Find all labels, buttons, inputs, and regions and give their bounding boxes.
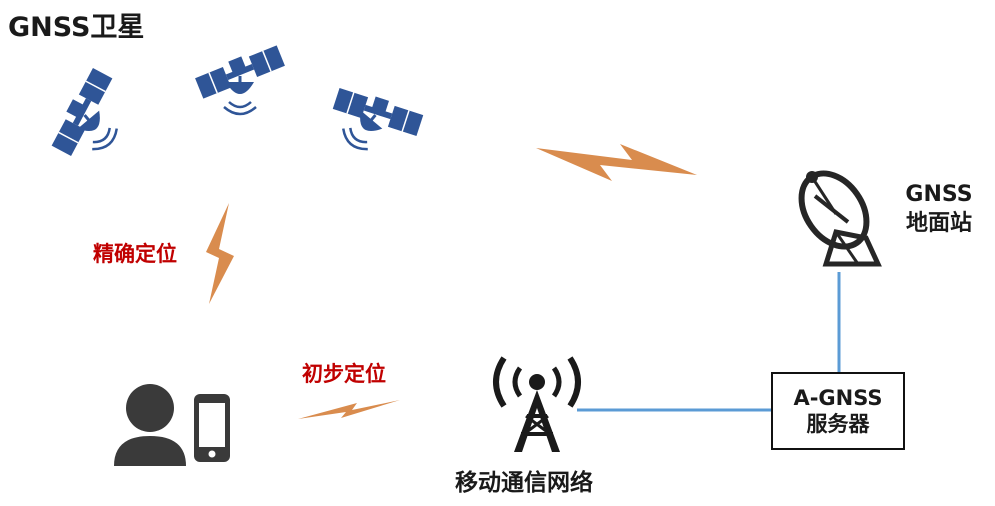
- initial-positioning-label: 初步定位: [302, 362, 386, 386]
- satellite-icon-right: [314, 58, 433, 175]
- lightning-icon-initial: [298, 400, 400, 419]
- diagram-title: GNSS卫星: [8, 12, 145, 43]
- precise-positioning-label: 精确定位: [93, 242, 177, 266]
- ground-station-label-line1: GNSS: [905, 182, 973, 207]
- ground-station-label: GNSS 地面站: [893, 181, 985, 238]
- satellite-icon-center: [192, 41, 287, 116]
- cell-tower-icon: [493, 356, 581, 452]
- server-label-line1: A-GNSS: [793, 385, 883, 410]
- ground-station-label-line2: 地面站: [905, 210, 972, 236]
- ground-station-icon: [798, 170, 882, 267]
- lightning-icon-precise: [206, 203, 234, 304]
- agnss-server-box: A-GNSS 服务器: [771, 372, 905, 450]
- satellite-icon-left: [26, 59, 145, 176]
- mobile-network-label: 移动通信网络: [455, 470, 593, 496]
- server-label-line2: 服务器: [806, 412, 870, 436]
- person-icon: [114, 384, 186, 466]
- phone-icon: [194, 394, 230, 462]
- lightning-icon-satellite-to-station: [536, 144, 697, 181]
